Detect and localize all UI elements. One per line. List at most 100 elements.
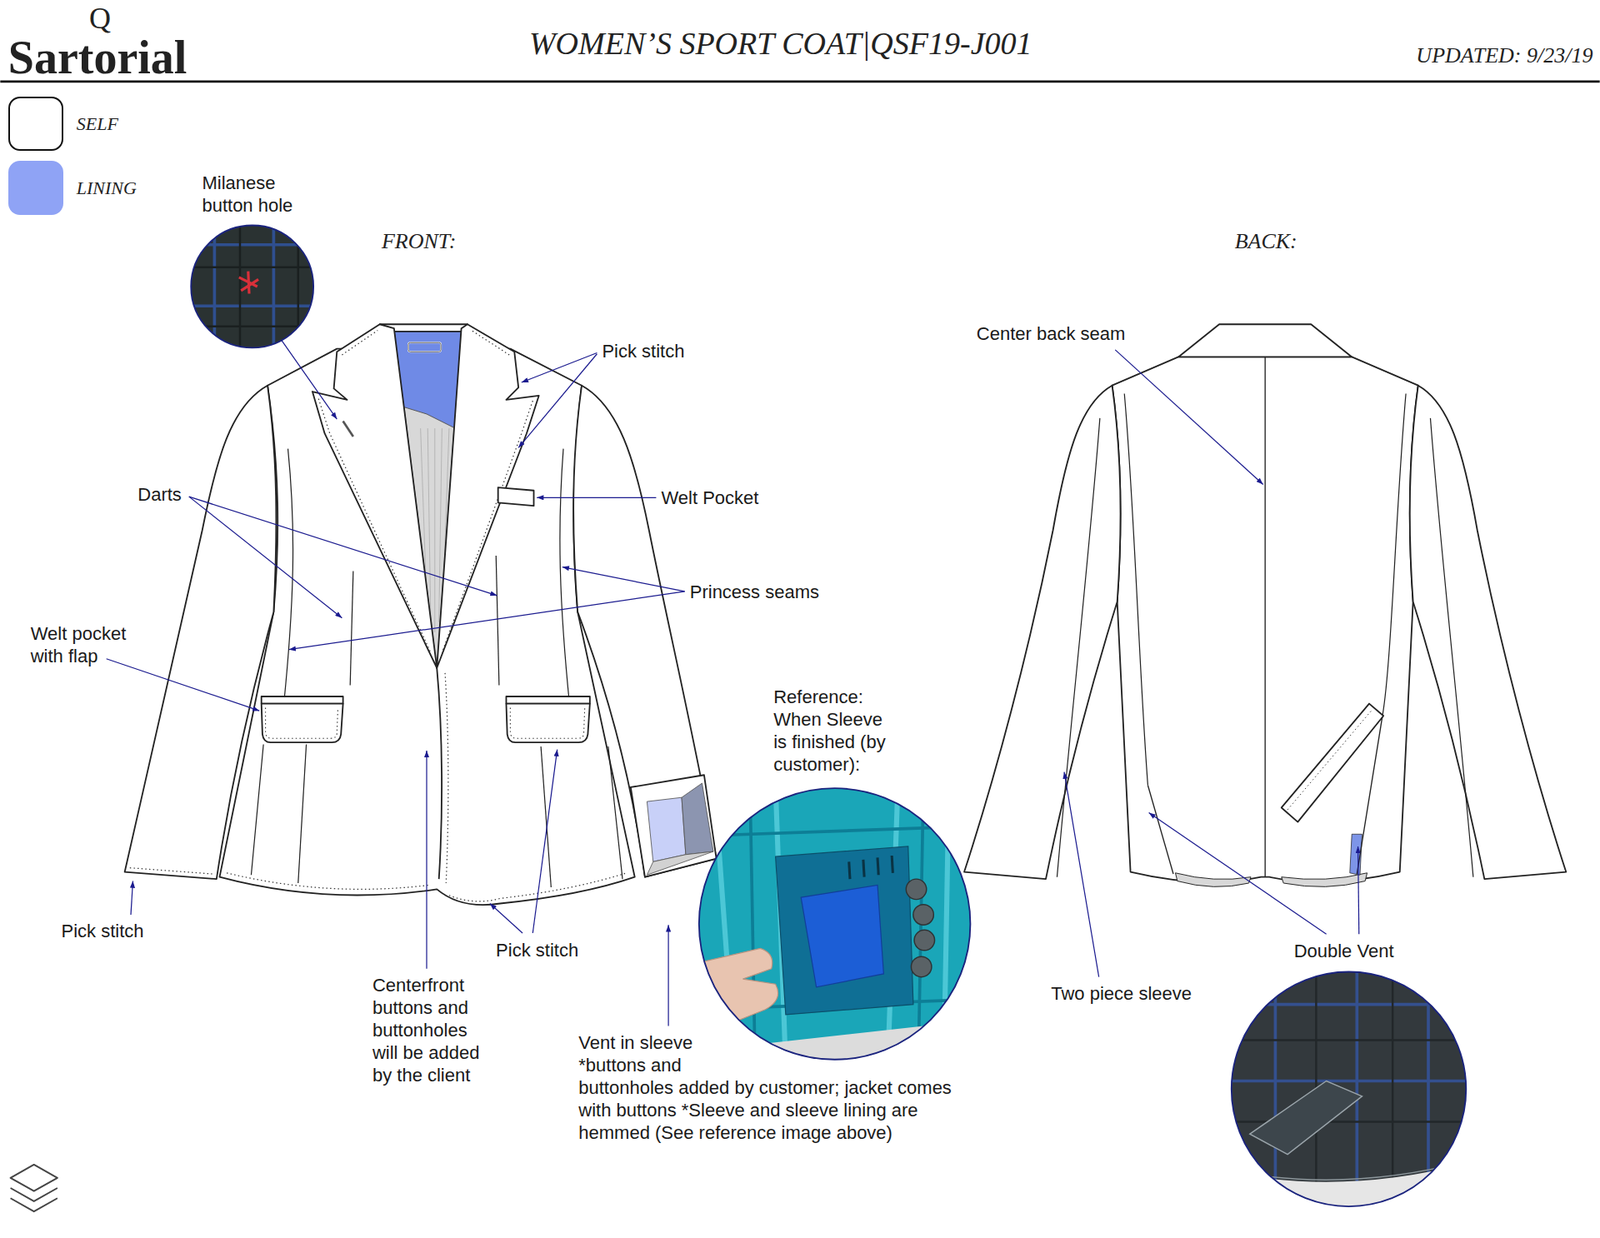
double-vent-photo-part	[1231, 972, 1467, 1208]
double-vent-photo-part-part	[1229, 969, 1470, 1210]
leader-lines	[106, 340, 1360, 1027]
leader-lines-part	[189, 496, 498, 596]
sleeve-reference-photo-part-part-part	[910, 956, 931, 977]
breast-welt-pocket	[498, 487, 535, 506]
layers-icon-part	[10, 1165, 58, 1192]
callout-label: Darts	[137, 483, 182, 506]
lining-stripes-part	[434, 428, 435, 633]
leader-lines-part	[562, 567, 685, 592]
leader-lines-part	[281, 340, 337, 420]
callout-label: Center back seam	[976, 322, 1126, 345]
double-vent-photo-part	[1229, 969, 1470, 1210]
construction-note: Vent in sleeve *buttons and buttonholes …	[578, 1032, 952, 1144]
milanese-photo-part	[190, 225, 314, 349]
leader-lines-part	[490, 904, 523, 934]
wrap-spacer	[703, 1031, 970, 1077]
milanese-photo-part-part	[184, 219, 322, 357]
princess-seams-part	[250, 745, 264, 876]
legend-text: SELF	[76, 113, 119, 135]
leader-lines-part	[1149, 813, 1327, 935]
sleeve-reference-photo-part-part-part	[944, 785, 950, 1067]
legend-swatch	[8, 96, 64, 151]
milanese-photo	[184, 219, 327, 357]
left-pocket-welt	[261, 696, 344, 705]
leader-lines-part	[518, 354, 597, 449]
opened-cuff	[630, 775, 717, 877]
darts-part	[350, 570, 354, 685]
princess-seams-part	[560, 449, 570, 705]
leader-lines-part	[536, 497, 656, 499]
left-sleeve	[125, 385, 277, 880]
cuff-lining-fold	[681, 783, 714, 855]
leader-lines-part	[1064, 772, 1100, 978]
princess-seams-part	[540, 746, 551, 888]
pick-stitch-part	[341, 330, 378, 355]
sleeve-reference-photo	[694, 785, 980, 1067]
sleeve-reference-photo-part-part-part	[891, 855, 893, 874]
leader-lines-part	[289, 591, 685, 650]
leader-lines-part	[667, 925, 669, 1026]
callout-label: Pick stitch	[601, 340, 685, 363]
sleeve-reference-photo-part-part-part	[714, 785, 735, 1067]
legend-row: SELF	[8, 96, 119, 151]
layers-icon	[10, 1165, 58, 1212]
leader-lines-part	[1358, 846, 1360, 935]
leader-lines-part	[130, 881, 133, 915]
double-vent-photo-part-part-part	[1391, 969, 1394, 1210]
cuff-hem	[646, 851, 714, 875]
double-vent-photo-part-part	[1229, 969, 1470, 1210]
logo-mark: Q	[89, 1, 111, 35]
princess-seams-part	[608, 746, 623, 880]
callout-label: Pick stitch	[495, 939, 579, 962]
milanese-buttonhole-mark	[343, 421, 354, 437]
darts-part	[495, 555, 500, 685]
milanese-photo-part-part-part	[297, 219, 300, 357]
hanger-loop	[408, 342, 441, 352]
sleeve-reference-photo-part-part-part	[849, 861, 850, 880]
double-vent-photo	[1229, 969, 1470, 1210]
header-rule	[0, 80, 1600, 84]
update-date: UPDATED: 9/23/19	[1415, 42, 1593, 70]
view-heading: BACK:	[1235, 228, 1298, 255]
callout-label: Welt Pocket	[660, 486, 759, 510]
callout-label: Double Vent	[1294, 940, 1395, 963]
sleeve-reference-photo-part	[699, 788, 971, 1060]
double-vent-photo-part-part-part	[1229, 1039, 1470, 1041]
leader-lines-part	[106, 659, 260, 711]
right-sleeve-seam	[1430, 418, 1473, 878]
right-back-sleeve	[1410, 385, 1567, 880]
sleeve-reference-photo-part-part	[694, 785, 980, 1067]
double-vent-photo-part-part	[1229, 969, 1470, 1210]
legend-swatch	[8, 160, 64, 215]
leader-lines-part	[532, 750, 557, 934]
right-sleeve	[573, 385, 716, 878]
pick-stitch-part	[226, 873, 429, 890]
princess-seams	[250, 449, 623, 888]
left-back-sleeve	[964, 385, 1121, 880]
sleeve-reference-photo-part	[694, 785, 980, 1067]
back-collar	[1178, 324, 1352, 357]
back-jacket	[964, 324, 1566, 887]
milanese-photo-part-part-part	[184, 304, 327, 308]
princess-seams-part	[284, 449, 294, 705]
logo-name: Sartorial	[8, 33, 188, 82]
pick-stitch-part	[471, 330, 510, 355]
milanese-photo-part	[184, 219, 327, 357]
sheet-title: WOMEN’S SPORT COAT|QSF19-J001	[529, 24, 1033, 63]
double-vent-photo-part-part-part	[1229, 1003, 1470, 1007]
leader-lines-part	[189, 496, 343, 619]
milanese-photo-part-part	[184, 219, 327, 357]
left-sleeve-seam	[1056, 418, 1100, 878]
front-jacket	[125, 324, 717, 905]
callout-label: Welt pocket with flap	[30, 622, 140, 668]
right-flap-stitch	[510, 707, 585, 739]
sleeve-reference-photo-part-part-part	[914, 930, 935, 950]
left-flap-stitch	[265, 707, 339, 739]
side-back-seams-part	[1382, 393, 1406, 716]
vent-flap-stitch	[1287, 710, 1371, 810]
right-pocket-welt	[505, 696, 590, 705]
milanese-photo-part-part	[184, 219, 327, 357]
double-vent-photo-part-part	[1250, 1080, 1363, 1155]
right-pocket-flap	[505, 704, 590, 744]
